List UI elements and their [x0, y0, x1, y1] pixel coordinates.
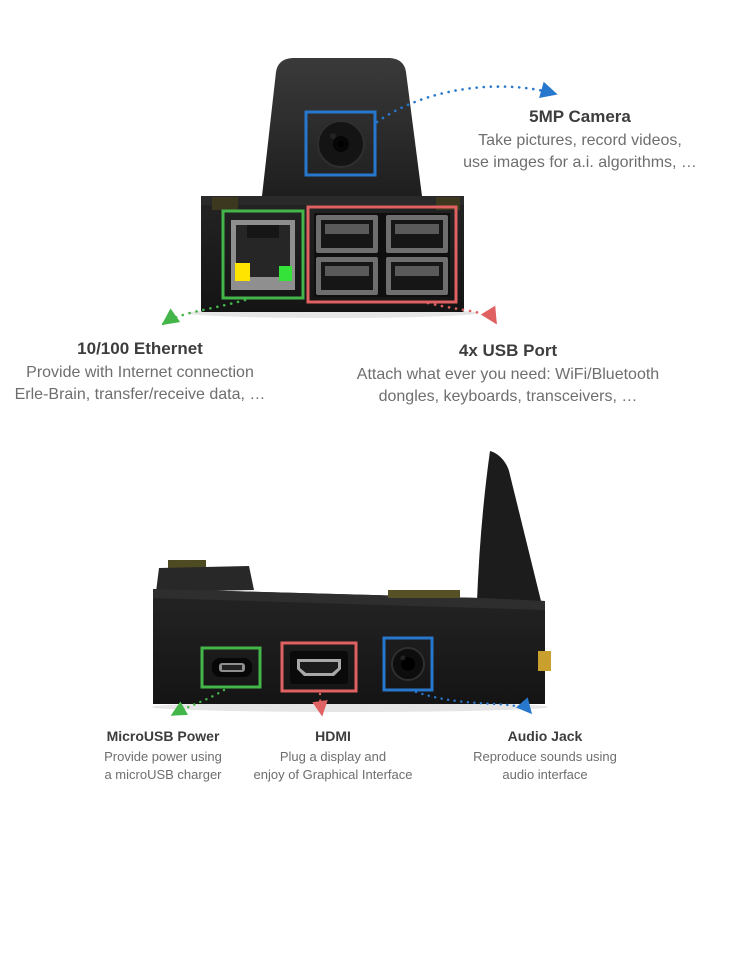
audio-desc-line2: audio interface — [502, 767, 588, 782]
microusb-arrow — [170, 688, 226, 717]
ethernet-arrow — [161, 298, 247, 326]
usb-label: 4x USB Port Attach what ever you need: W… — [338, 340, 678, 408]
microusb-title: MicroUSB Power — [106, 728, 220, 744]
camera-lens — [317, 120, 365, 168]
ethernet-led-green — [279, 266, 292, 281]
bottom-device — [152, 451, 551, 712]
ethernet-label: 10/100 Ethernet Provide with Internet co… — [0, 338, 280, 406]
microusb-label: MicroUSB Power Provide power using a mic… — [63, 727, 263, 784]
microusb-port — [212, 658, 252, 677]
audio-title: Audio Jack — [507, 728, 583, 744]
pin-header-left — [212, 197, 238, 210]
microusb-desc-line1: Provide power using — [104, 749, 222, 764]
usb-highlight-box — [306, 205, 458, 304]
audio-label: Audio Jack Reproduce sounds using audio … — [450, 727, 640, 784]
top-device — [187, 58, 477, 318]
hdmi-title: HDMI — [315, 728, 351, 744]
ethernet-highlight-box — [221, 209, 305, 300]
hdmi-label: HDMI Plug a display and enjoy of Graphic… — [228, 727, 438, 784]
pin-header-top-left — [168, 560, 206, 569]
usb-title: 4x USB Port — [458, 341, 558, 360]
hdmi-arrow — [312, 692, 328, 717]
ethernet-desc-line2: Erle-Brain, transfer/receive data, … — [14, 386, 266, 403]
usb-ports — [314, 213, 450, 297]
microusb-desc-line2: a microUSB charger — [104, 767, 222, 782]
side-connector-gold — [538, 651, 551, 671]
audio-jack-port — [391, 647, 425, 681]
device-body-side — [153, 589, 545, 704]
pin-header-top-mid — [388, 590, 460, 598]
ethernet-port — [231, 220, 295, 290]
antenna-fin — [477, 451, 541, 601]
audio-desc-line1: Reproduce sounds using — [473, 749, 617, 764]
ethernet-led-yellow — [235, 263, 250, 281]
camera-highlight-box — [304, 110, 377, 177]
camera-desc-line2: use images for a.i. algorithms, … — [463, 154, 697, 171]
body-top-tab — [156, 566, 254, 592]
audio-highlight-box — [382, 636, 434, 692]
usb-desc-line1: Attach what ever you need: WiFi/Bluetoot… — [356, 366, 660, 383]
camera-title: 5MP Camera — [529, 107, 631, 126]
hdmi-desc-line1: Plug a display and — [279, 749, 387, 764]
ethernet-title: 10/100 Ethernet — [77, 339, 203, 358]
usb-desc-line2: dongles, keyboards, transceivers, … — [378, 388, 638, 405]
camera-label: 5MP Camera Take pictures, record videos,… — [440, 106, 720, 174]
camera-arrow — [375, 81, 558, 124]
hdmi-port — [290, 651, 348, 684]
camera-desc-line1: Take pictures, record videos, — [478, 132, 682, 149]
microusb-highlight-box — [200, 646, 262, 689]
ethernet-desc-line1: Provide with Internet connection — [26, 364, 254, 381]
hdmi-desc-line2: enjoy of Graphical Interface — [253, 767, 413, 782]
hdmi-highlight-box — [280, 641, 358, 693]
